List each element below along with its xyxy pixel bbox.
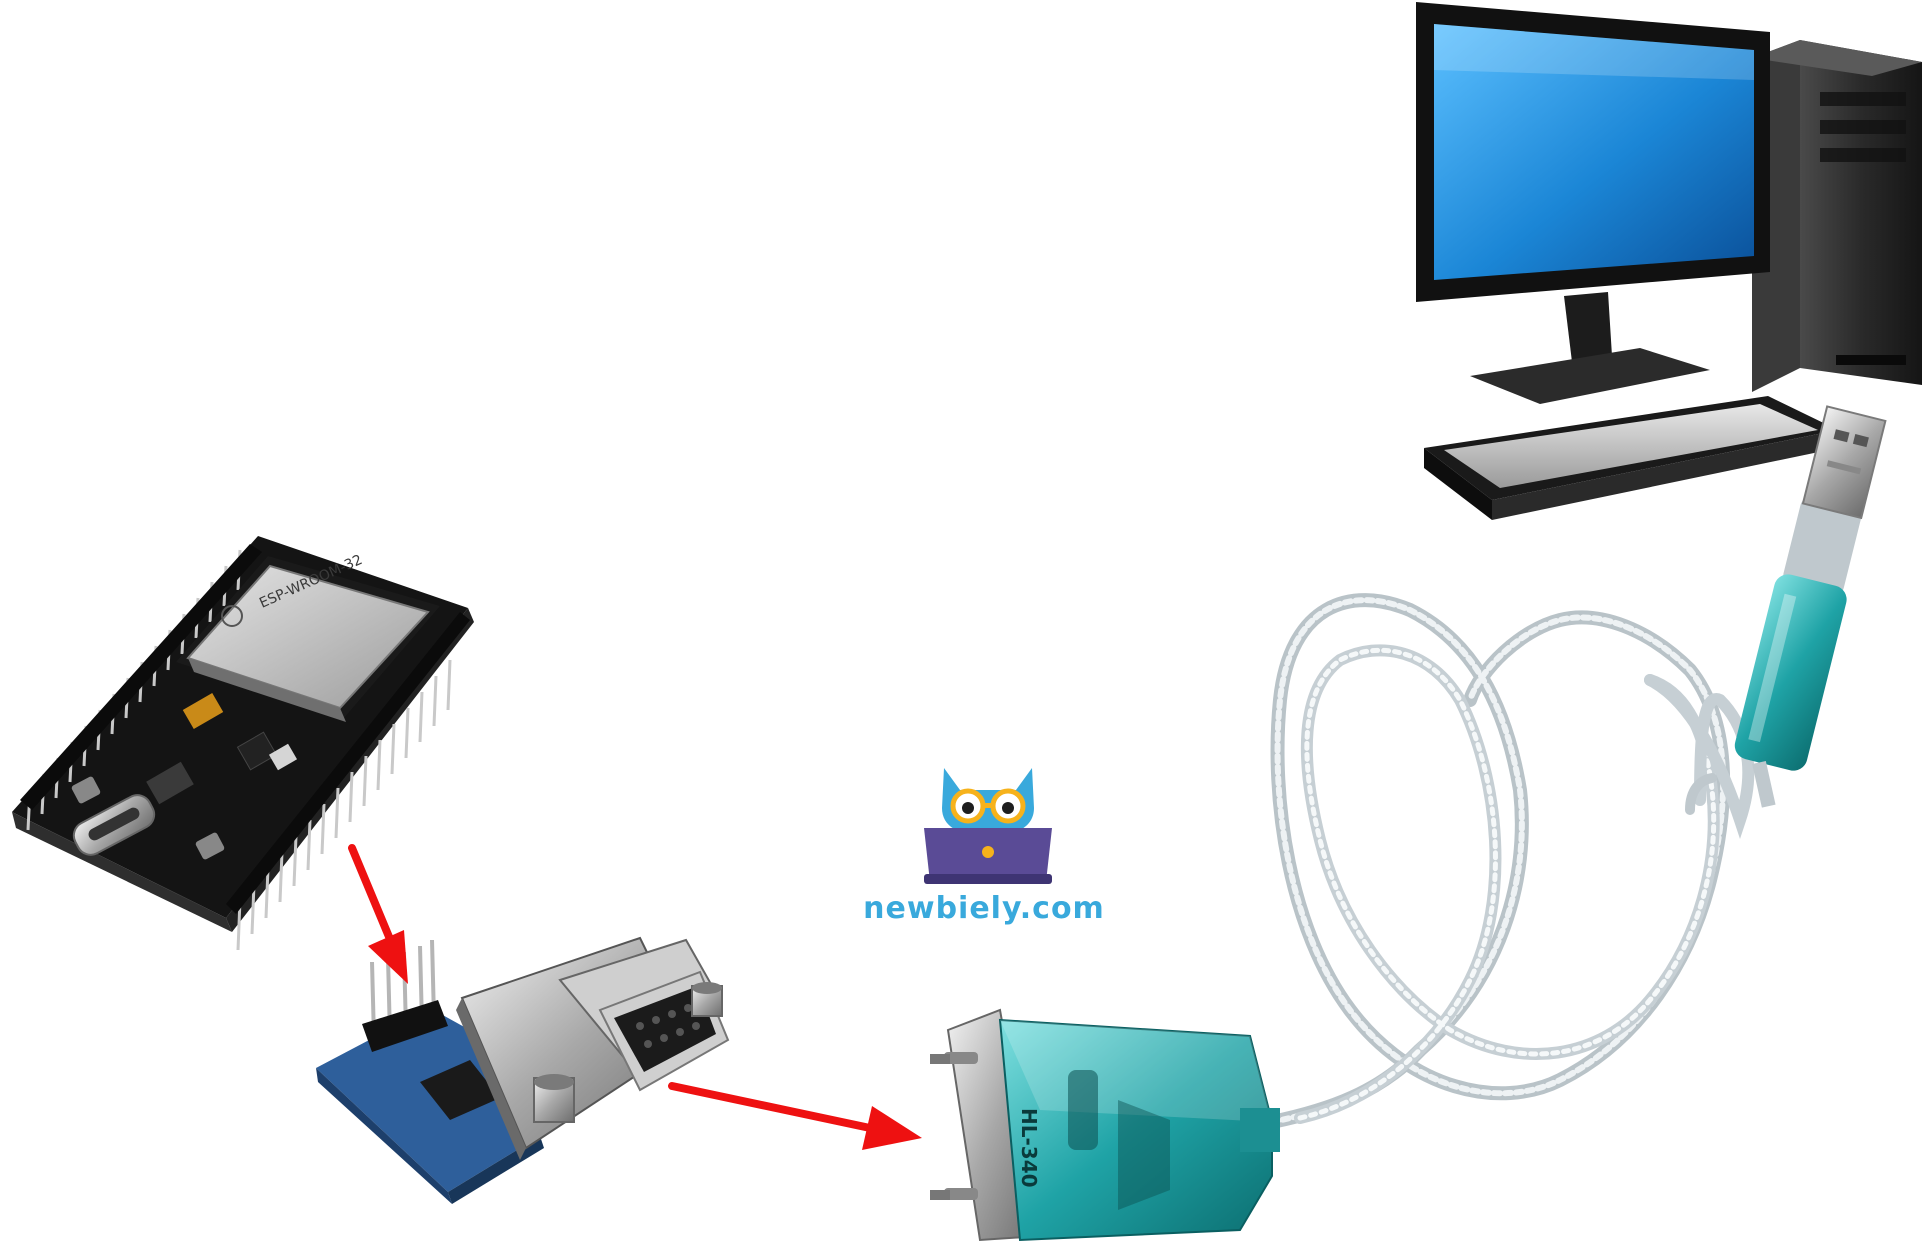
usb-plug bbox=[1734, 405, 1887, 808]
db9-sockets bbox=[636, 1004, 700, 1048]
newbiely-logo bbox=[924, 768, 1052, 884]
arrow-module-to-adapter bbox=[668, 1082, 922, 1150]
cable-coil bbox=[1265, 593, 1755, 1129]
db9-male-connector bbox=[930, 1008, 1280, 1242]
pc-tower bbox=[1752, 40, 1922, 392]
arrow-esp32-to-module bbox=[348, 844, 408, 984]
monitor bbox=[1416, 2, 1770, 404]
esp-wroom-32-module bbox=[176, 556, 440, 722]
usb-c-port bbox=[72, 794, 156, 856]
watermark-text: newbiely.com bbox=[863, 891, 1105, 926]
pin-header-right bbox=[236, 659, 452, 951]
esp32-board-icon: ESP-WROOM-32 bbox=[12, 536, 474, 951]
rs232-module-icon bbox=[316, 936, 730, 1204]
usb-serial-cable-icon: HL-340 bbox=[930, 405, 1887, 1242]
desktop-computer-icon bbox=[1416, 2, 1922, 520]
adapter-marking: HL-340 bbox=[1017, 1108, 1041, 1188]
module-pins bbox=[370, 939, 436, 1039]
db9-female-connector bbox=[456, 936, 730, 1160]
keyboard bbox=[1424, 396, 1838, 520]
